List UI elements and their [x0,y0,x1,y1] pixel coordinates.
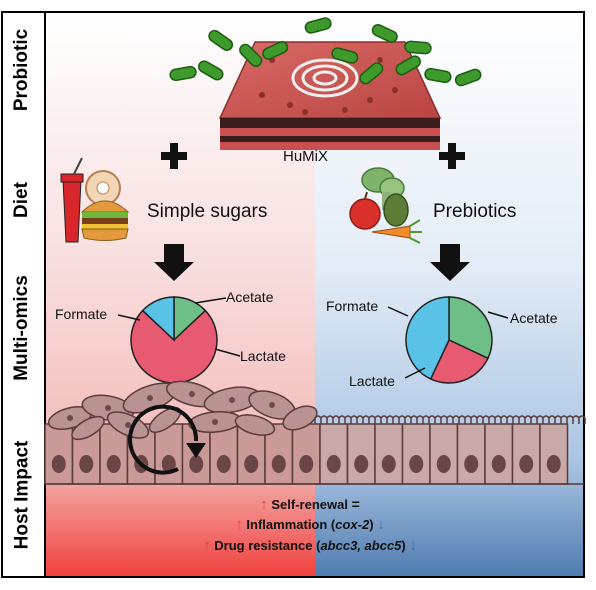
right-pie-slice-acetate [448,296,493,360]
cell-nucleus [519,455,534,473]
up-arrow-icon: ↑ [203,537,211,554]
cell-nucleus [354,455,369,473]
close-paren: ) [369,517,374,532]
microvilli-layer [314,415,586,424]
cell-nucleus [106,455,121,473]
leader-right-acetate [487,311,509,319]
leader-right-lactate [404,367,426,379]
epithelial-cell [401,423,431,485]
cell-nucleus [216,455,231,473]
cell-nucleus [79,455,94,473]
cell-nucleus [409,455,424,473]
cell-nucleus [326,455,341,473]
leader-left-lactate [214,348,241,357]
impact-inflammation: ↑ Inflammation (cox-2) ↓ [150,516,470,533]
pie-chart-right [405,296,493,384]
cell-nucleus [491,455,506,473]
humix-label: HuMiX [283,148,329,165]
epithelial-cell [484,423,514,485]
outer-frame [1,11,585,578]
bacteria-icon [169,17,482,87]
epithelial-cell [209,423,239,485]
down-arrow-icon-right [430,244,470,281]
epithelial-cell [44,423,74,485]
cell-nucleus [271,455,286,473]
leader-right-formate [387,306,409,317]
leader-left-acetate [194,297,227,304]
epithelial-cell [511,423,541,485]
up-arrow-icon: ↑ [235,516,243,533]
epithelial-cell [346,423,376,485]
right-pie-slice-lactate [429,339,489,384]
down-arrow-icon-left [154,244,194,281]
junk-food-icon [60,157,130,243]
multi-omics-label: Multi-omics [11,275,32,381]
damaged-cell-nuclei-layer [67,391,275,428]
epithelial-cell [539,423,569,485]
cell-nucleus [464,455,479,473]
sidebar-label-multi-omics: Multi-omics [0,258,44,398]
inflammation-text: Inflammation ( [246,517,336,532]
diet-label: Diet [11,182,32,218]
leader-left-formate [117,314,141,321]
equals-sign: = [351,496,360,512]
sidebar-label-host-impact: Host Impact [0,420,44,570]
sidebar-label-probiotic: Probiotic [0,12,44,127]
epithelial-cell [319,423,349,485]
left-acetate-label: Acetate [226,289,274,305]
right-lactate-label: Lactate [349,373,395,389]
drug-resistance-text: Drug resistance ( [214,538,321,553]
prebiotics-label: Prebiotics [433,201,517,222]
epithelial-cell [429,423,459,485]
simple-sugars-label: Simple sugars [147,201,268,222]
epithelial-cell [291,423,321,485]
host-impact-label: Host Impact [11,440,32,550]
cell-nucleus [161,455,176,473]
impact-self-renewal: ↑ Self-renewal = [150,496,470,513]
right-pie-slice-formate [405,296,450,380]
down-arrow-icon: ↓ [377,516,385,533]
close-paren: ) [401,538,406,553]
right-acetate-label: Acetate [510,310,558,326]
plus-icon-left [161,143,187,169]
cell-nucleus [244,455,259,473]
cell-nucleus [436,455,451,473]
drug-resistance-genes: abcc3, abcc5 [320,538,402,553]
right-formate-label: Formate [326,298,379,314]
vegetables-icon [349,167,422,244]
left-formate-label: Formate [55,306,108,322]
self-renewal-text: Self-renewal [271,497,348,512]
cell-nucleus [51,455,66,473]
impact-drug-resistance: ↑ Drug resistance (abcc3, abcc5) ↓ [150,537,470,554]
cell-nucleus [189,455,204,473]
humix-device-icon [218,41,442,150]
up-arrow-icon: ↑ [260,496,268,513]
epithelial-cells-layer [44,423,569,485]
down-arrow-icon: ↓ [409,537,417,554]
cell-nucleus [546,455,561,473]
pie-chart-left [130,296,218,384]
cell-nucleus [381,455,396,473]
cell-nucleus [299,455,314,473]
epithelial-cell [154,423,184,485]
left-pie-slice-formate [141,296,175,342]
renewal-arrow-icon [128,404,206,475]
inflammation-gene: cox-2 [335,517,370,532]
epithelial-cell [456,423,486,485]
plus-icon-right [439,143,465,169]
probiotic-label: Probiotic [11,28,32,111]
left-lactate-label: Lactate [240,348,286,364]
sidebar-label-diet: Diet [0,160,44,240]
epithelial-cell [374,423,404,485]
